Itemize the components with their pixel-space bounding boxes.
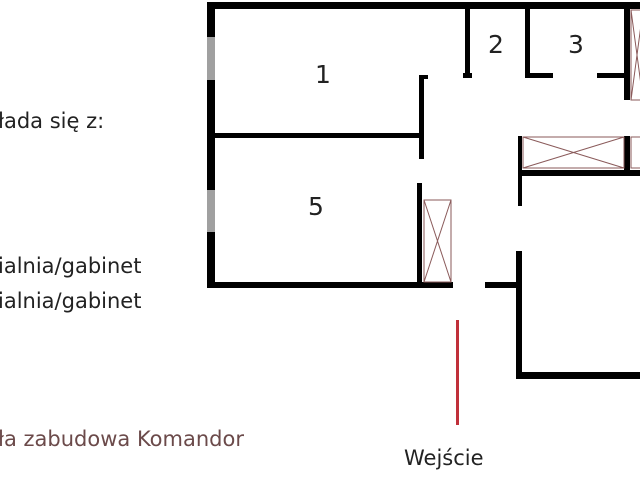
closet-right-lower <box>630 136 640 169</box>
wall-segment <box>516 372 640 379</box>
closets <box>423 9 640 283</box>
entrance-marker <box>456 320 459 425</box>
room-label-5: 5 <box>308 192 324 221</box>
wall-room1-hall <box>419 75 424 159</box>
room-label-1: 1 <box>315 60 331 89</box>
bottom-wall-room5 <box>207 282 453 288</box>
closet-hall <box>522 136 625 169</box>
legend-line-1: ialnia/gabinet <box>0 254 142 278</box>
legend-line-2: ialnia/gabinet <box>0 289 142 313</box>
top-wall <box>207 2 640 9</box>
closet-right <box>630 9 640 101</box>
wall-segment <box>624 136 630 172</box>
wall-stub <box>597 73 627 78</box>
legend-intro: łada się z: <box>0 109 105 133</box>
room-label-3: 3 <box>568 30 584 59</box>
room-label-2: 2 <box>488 30 504 59</box>
windows <box>207 37 215 232</box>
wall-segment <box>518 170 640 176</box>
wall-stub <box>525 73 553 78</box>
window <box>207 190 215 232</box>
wall-segment <box>518 136 522 206</box>
wall-room5-right <box>417 183 422 285</box>
window <box>207 37 215 80</box>
wall-room2-left <box>465 2 470 77</box>
wall-room2-room3 <box>525 2 530 78</box>
wall-segment <box>516 251 522 379</box>
left-wall <box>207 2 215 287</box>
wall-room1-room5 <box>214 133 420 138</box>
wall-stub <box>485 282 519 288</box>
wall-cap <box>463 73 472 78</box>
entrance-label: Wejście <box>404 446 484 470</box>
wall-room3-right <box>624 2 630 100</box>
closet-room5 <box>423 199 452 283</box>
walls <box>207 2 640 379</box>
legend-note: ła zabudowa Komandor <box>0 427 244 451</box>
wall-cap <box>419 75 428 79</box>
